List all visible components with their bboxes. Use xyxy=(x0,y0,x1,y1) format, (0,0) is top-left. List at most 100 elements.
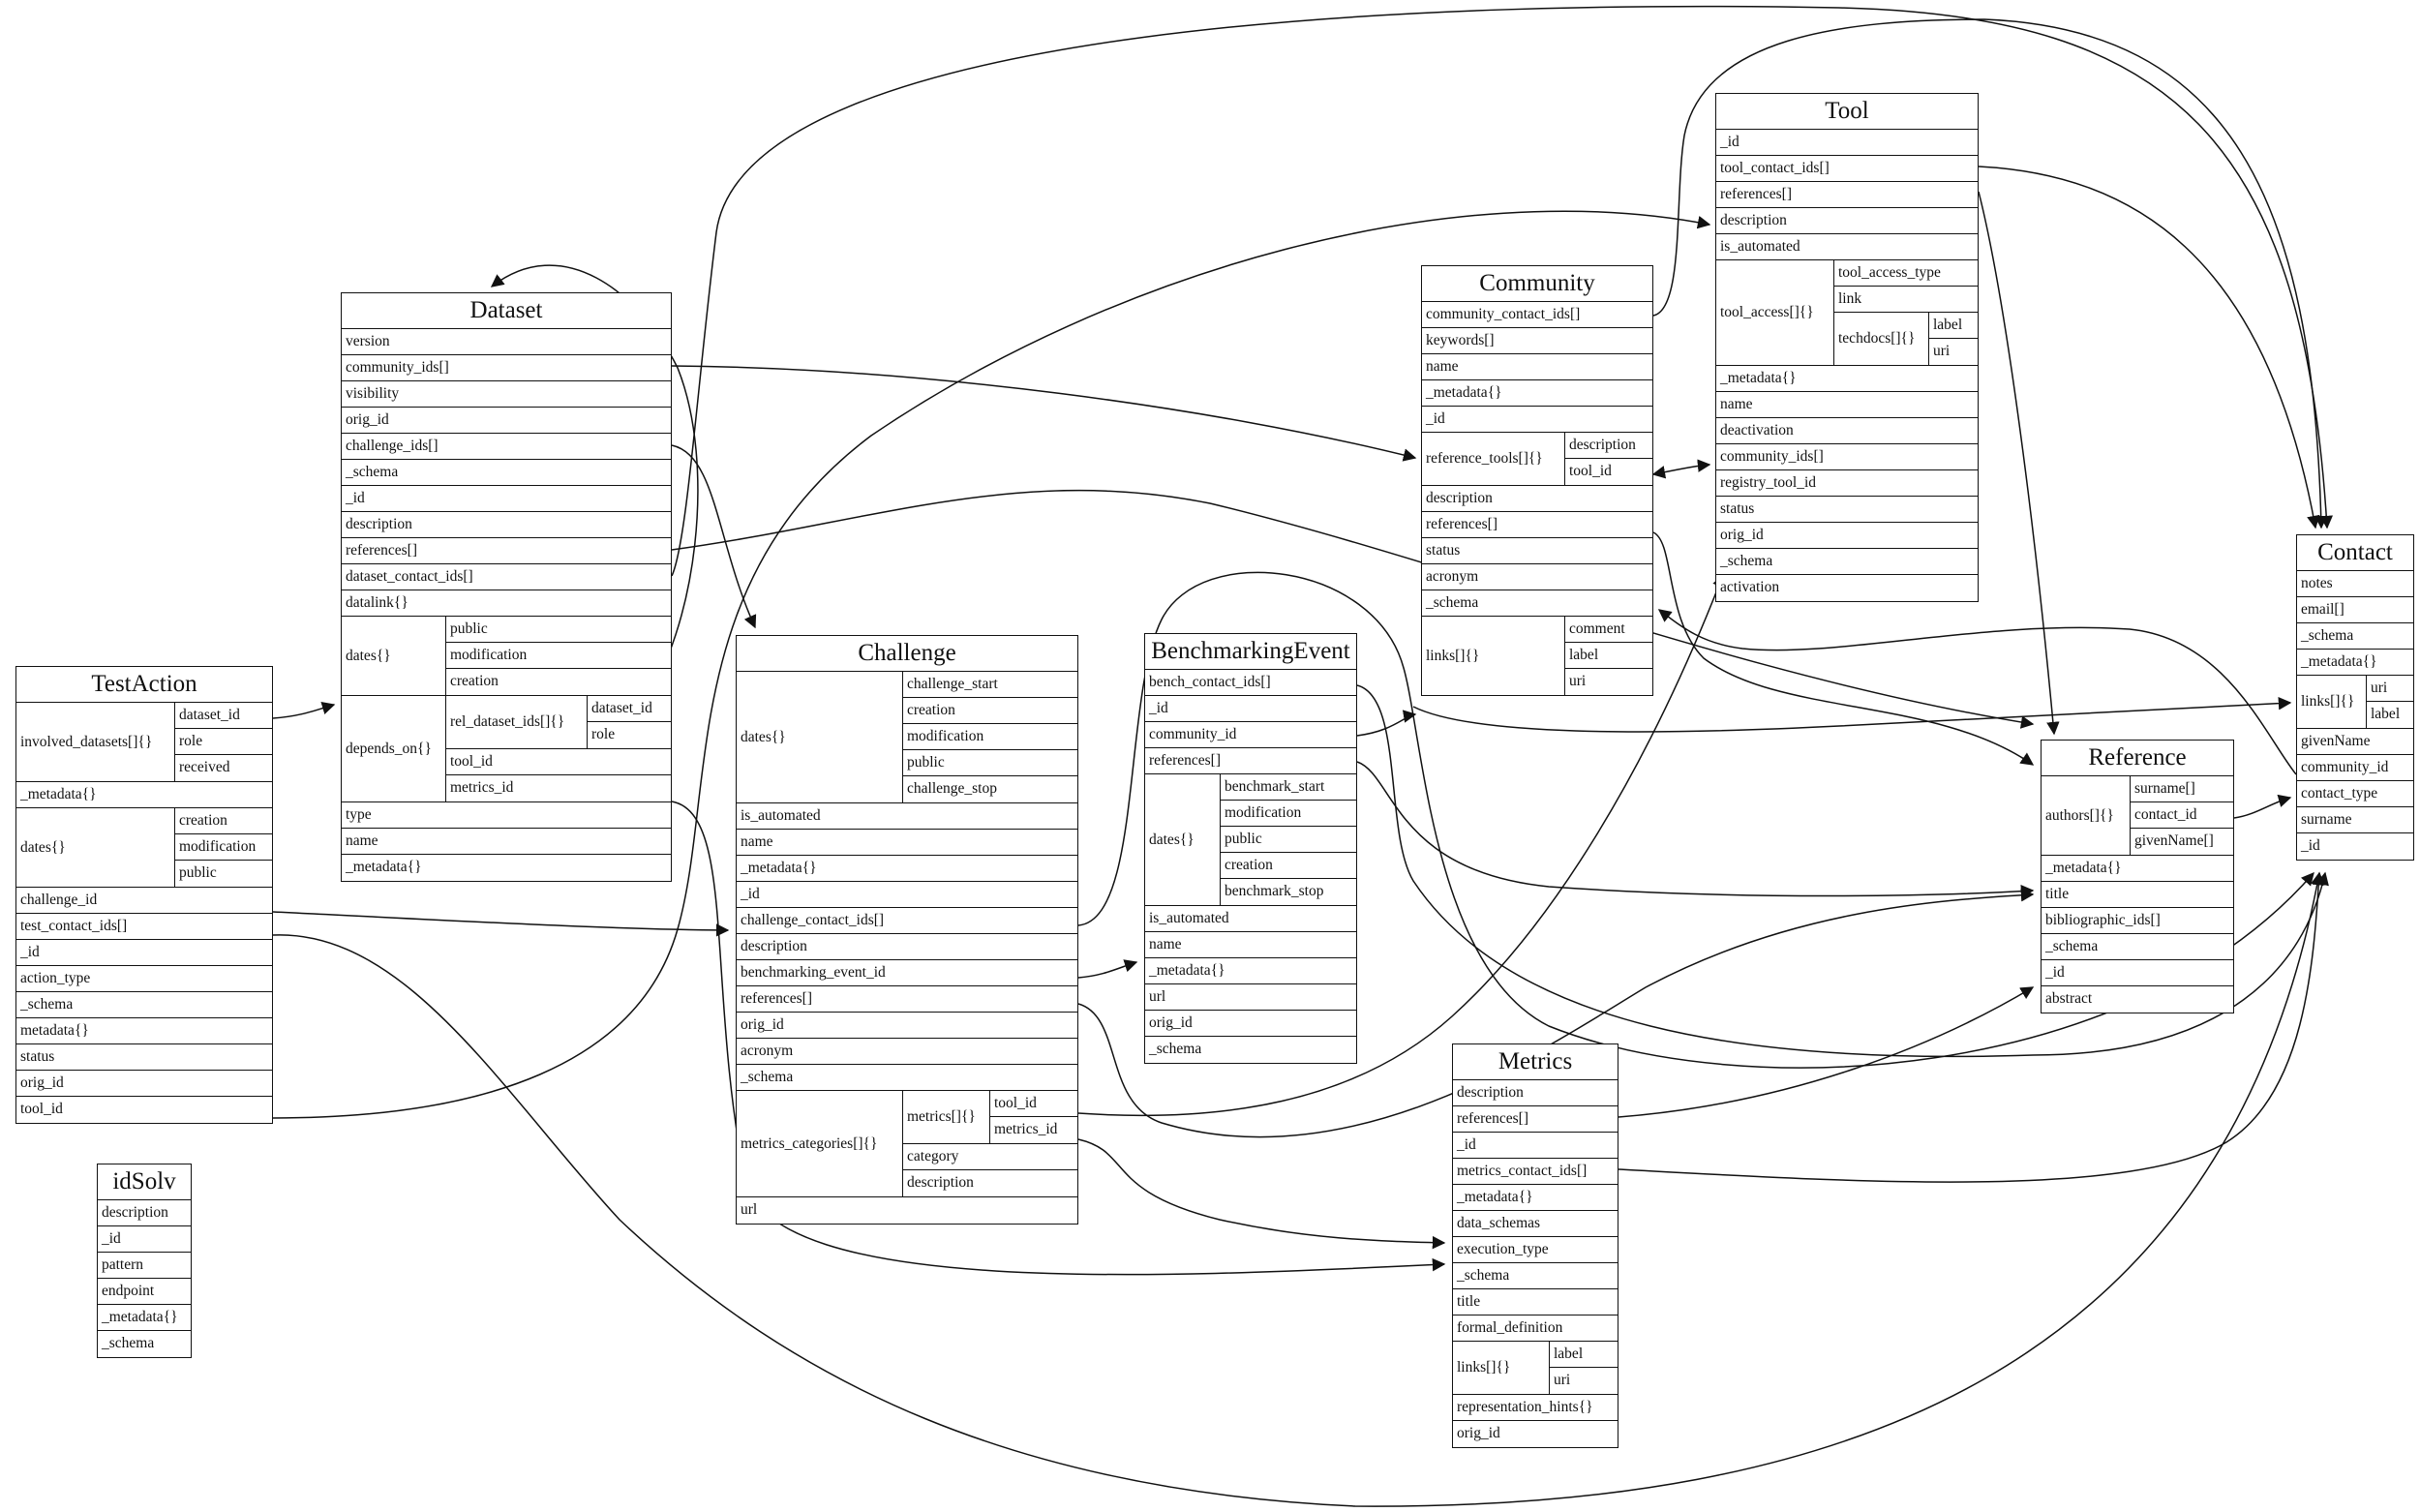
dataset-field-tool-id: tool_id xyxy=(446,749,671,775)
challenge-field-benchmarking-event-id: benchmarking_event_id xyxy=(737,960,1077,986)
metrics-field-uri: uri xyxy=(1554,1372,1571,1388)
challenge-field-is-automated: is_automated xyxy=(737,803,1077,830)
dataset-group-label: rel_dataset_ids[]{} xyxy=(446,696,588,748)
challenge-field-references: references[] xyxy=(737,986,1077,1013)
community-field-references: references[] xyxy=(1422,512,1652,538)
tool-field-deactivation: deactivation xyxy=(1716,418,1978,444)
tool-group-label: techdocs[]{} xyxy=(1834,313,1929,365)
bench-field-id: _id xyxy=(1145,696,1356,722)
testaction-group-label: involved_datasets[]{} xyxy=(16,703,175,781)
bench-field-creation: creation xyxy=(1221,853,1356,879)
community-field-metadata: _metadata{} xyxy=(1422,380,1652,407)
metrics-field-metrics-contact-ids: metrics_contact_ids[] xyxy=(1453,1159,1618,1185)
reference-field-contact-id: contact_id xyxy=(2131,802,2233,829)
dataset-field-id: _id xyxy=(342,486,671,512)
edge-bench-community xyxy=(1356,710,1417,737)
challenge-group-label: dates{} xyxy=(737,672,903,802)
tool-field-schema: _schema xyxy=(1716,549,1978,575)
metrics-field-id: _id xyxy=(1453,1133,1618,1159)
edge-tool-reference xyxy=(1978,191,2060,736)
community-group-label: reference_tools[]{} xyxy=(1422,433,1565,485)
dataset-field-visibility: visibility xyxy=(342,381,671,408)
metrics-field-description: description xyxy=(1453,1080,1618,1106)
community-field-acronym: acronym xyxy=(1422,564,1652,590)
reference-field-givenname: givenName[] xyxy=(2134,832,2214,849)
bench-field-modification: modification xyxy=(1221,801,1356,827)
edge-tool-contact xyxy=(1978,166,2320,529)
challenge-group-label: metrics[]{} xyxy=(903,1091,990,1143)
tool-field-status: status xyxy=(1716,497,1978,523)
challenge-field-creation: creation xyxy=(903,698,1077,724)
contact-field-contact-type: contact_type xyxy=(2297,781,2413,807)
reference-field-title: title xyxy=(2042,882,2233,908)
idsolv-field-schema: _schema xyxy=(102,1335,155,1351)
testaction-field-metadata: metadata{} xyxy=(16,1018,272,1044)
testaction-field-schema: _schema xyxy=(16,992,272,1018)
bench-field-benchmark-stop: benchmark_stop xyxy=(1225,883,1324,899)
edge-challenge-metrics-metrics xyxy=(1077,1138,1446,1250)
bench-field-benchmark-start: benchmark_start xyxy=(1221,774,1356,801)
community-field-comment: comment xyxy=(1565,617,1652,643)
tool-group-label: tool_access[]{} xyxy=(1716,260,1834,365)
challenge-field-acronym: acronym xyxy=(737,1039,1077,1065)
dataset-field-community-ids: community_ids[] xyxy=(342,355,671,381)
metrics-field-execution-type: execution_type xyxy=(1453,1237,1618,1263)
dataset-field-modification: modification xyxy=(446,643,671,669)
community-field-name: name xyxy=(1422,354,1652,380)
edge-challenge-bench xyxy=(1077,959,1138,979)
community-field-schema: _schema xyxy=(1422,590,1652,617)
challenge-field-public: public xyxy=(903,750,1077,776)
idsolv-field-endpoint: endpoint xyxy=(98,1279,191,1305)
dataset-group-depends-on: depends_on{}rel_dataset_ids[]{}dataset_i… xyxy=(342,696,671,802)
challenge-field-description: description xyxy=(737,934,1077,960)
reference-field-metadata: _metadata{} xyxy=(2042,856,2233,882)
testaction-field-creation: creation xyxy=(175,808,272,834)
idsolv-field-pattern: pattern xyxy=(98,1253,191,1279)
reference-field-bibliographic-ids: bibliographic_ids[] xyxy=(2042,908,2233,934)
metrics-field-schema: _schema xyxy=(1453,1263,1618,1289)
tool-field-references: references[] xyxy=(1716,182,1978,208)
testaction-field-role: role xyxy=(175,729,272,755)
bench-field-community-id: community_id xyxy=(1145,722,1356,748)
dataset-field-type: type xyxy=(342,802,671,829)
bench-field-references: references[] xyxy=(1145,748,1356,774)
dataset-field-public: public xyxy=(446,617,671,643)
dataset-field-dataset-contact-ids: dataset_contact_ids[] xyxy=(342,564,671,590)
challenge-group-metrics-categories: metrics_categories[]{}metrics[]{}tool_id… xyxy=(737,1091,1077,1197)
community-field-uri: uri xyxy=(1569,673,1587,689)
dataset-field-creation: creation xyxy=(450,673,499,689)
metrics-field-orig-id: orig_id xyxy=(1457,1425,1500,1441)
community-group-label: links[]{} xyxy=(1422,617,1565,695)
tool-field-uri: uri xyxy=(1933,343,1951,359)
challenge-field-metadata: _metadata{} xyxy=(737,856,1077,882)
community-field-keywords: keywords[] xyxy=(1422,328,1652,354)
dataset-field-dataset-id: dataset_id xyxy=(588,696,671,722)
metrics-field-references: references[] xyxy=(1453,1106,1618,1133)
challenge-field-challenge-start: challenge_start xyxy=(903,672,1077,698)
community-field-community-contact-ids: community_contact_ids[] xyxy=(1422,302,1652,328)
contact-field-givenname: givenName xyxy=(2297,729,2413,755)
edge-dataset-challenge xyxy=(671,444,757,629)
testaction-field-test-contact-ids: test_contact_ids[] xyxy=(16,914,272,940)
tool-field-orig-id: orig_id xyxy=(1716,523,1978,549)
dataset-group-label: depends_on{} xyxy=(342,696,446,801)
